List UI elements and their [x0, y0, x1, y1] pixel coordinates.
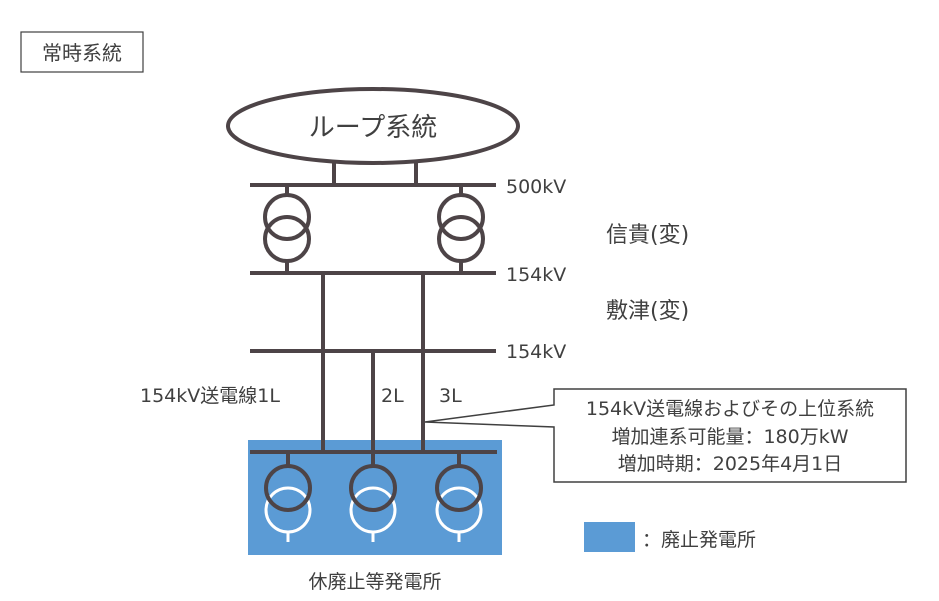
callout-box	[424, 388, 907, 483]
legend-swatch	[584, 522, 635, 552]
line-label-2l: 2L	[381, 385, 404, 407]
loop-system-ellipse	[226, 87, 520, 165]
voltage-label-154kv-upper: 154kV	[506, 264, 566, 286]
callout-line-1: 154kV送電線およびその上位系統	[586, 398, 874, 420]
substation-label-shikitsu: 敷津(変)	[606, 299, 689, 324]
transformer-shinano-right	[437, 185, 485, 273]
plant-transformer-2	[349, 452, 397, 542]
plant-transformer-1	[264, 452, 312, 542]
loop-system-label: ループ系統	[309, 113, 437, 143]
line-label-3l: 3L	[439, 385, 462, 407]
transformer-shinano-left	[263, 185, 311, 273]
mode-label-box	[20, 31, 144, 73]
legend-label: ：廃止発電所	[642, 529, 756, 551]
voltage-label-154kv-lower: 154kV	[506, 341, 566, 363]
plant-transformer-3	[435, 452, 483, 542]
mode-label: 常時系統	[42, 41, 122, 65]
line-label-1l: 154kV送電線1L	[140, 385, 280, 407]
callout-line-3: 増加時期：2025年4月1日	[618, 453, 843, 475]
plant-label: 休廃止等発電所	[308, 571, 441, 593]
substation-label-shinano: 信貴(変)	[606, 223, 689, 248]
voltage-label-500kv: 500kV	[506, 176, 566, 198]
callout-line-2: 増加連系可能量：180万kW	[611, 426, 848, 448]
